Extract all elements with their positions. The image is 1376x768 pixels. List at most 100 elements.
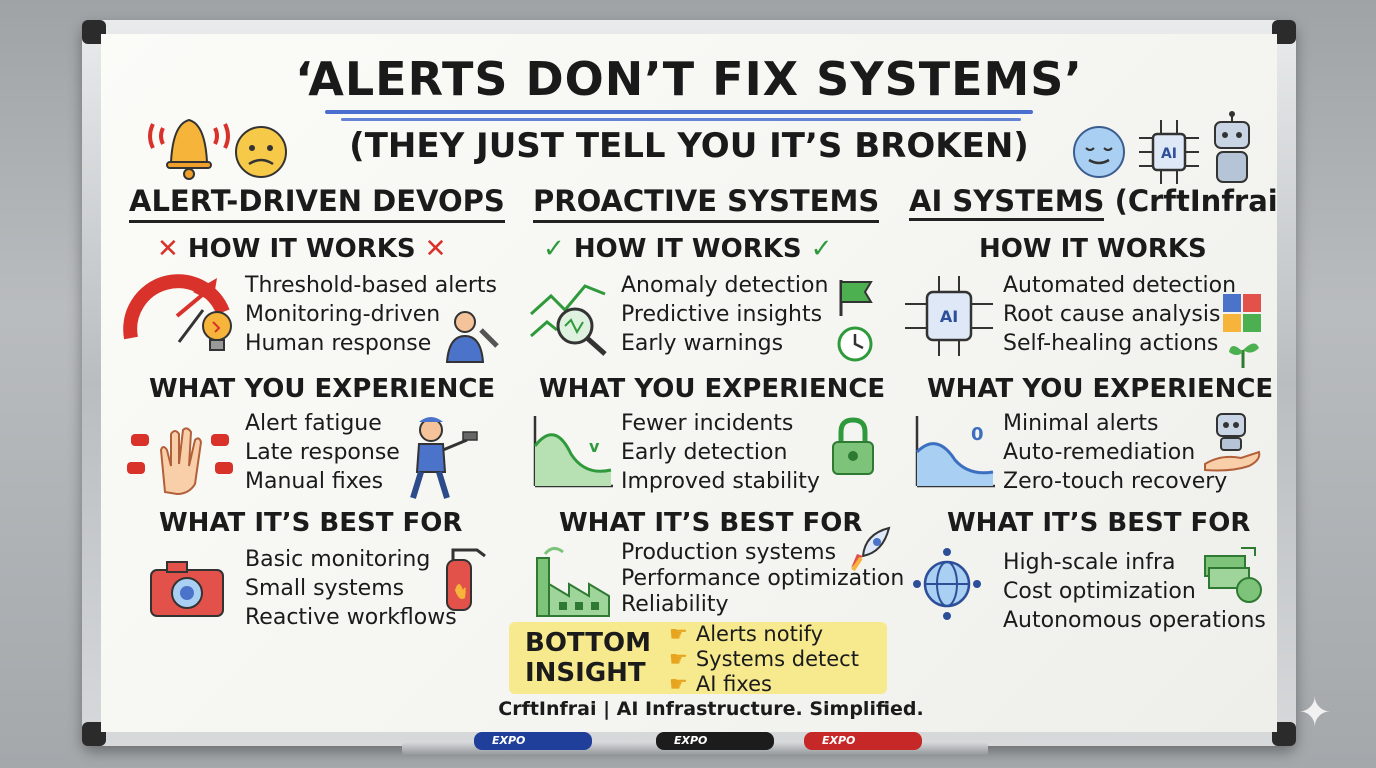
money-icon (1204, 547, 1262, 603)
list-item: Improved stability (621, 469, 820, 494)
how-list: Threshold-based alerts Monitoring-driven… (245, 271, 497, 358)
list-item: ☛Systems detect (669, 647, 859, 671)
camera-icon (150, 561, 224, 617)
bottom-insight-list: ☛Alerts notify ☛Systems detect ☛AI fixes (669, 622, 859, 697)
cross-icon: ✕ (157, 234, 179, 264)
subtitle: (THEY JUST TELL YOU IT’S BROKEN) (349, 126, 1029, 166)
list-item: Minimal alerts (1003, 411, 1159, 436)
plant-icon (1229, 343, 1259, 368)
footer-tagline: CrftInfrai | AI Infrastructure. Simplifi… (498, 698, 924, 720)
pointing-hand-icon: ☛ (669, 647, 688, 671)
best-for-list: Basic monitoring Small systems Reactive … (245, 545, 457, 632)
bell-icon (148, 118, 230, 180)
calm-face-icon (1073, 126, 1125, 178)
how-list: Automated detection Root cause analysis … (1003, 271, 1236, 358)
column-heading-proactive: PROACTIVE SYSTEMS (533, 185, 880, 223)
list-item: Zero-touch recovery (1003, 469, 1228, 494)
ai-chip-icon: AI (905, 276, 993, 356)
list-item: Self-healing actions (1003, 331, 1219, 356)
list-item: Production systems (621, 540, 837, 565)
how-it-works-label: HOW IT WORKS (979, 234, 1207, 264)
experience-list: Alert fatigue Late response Manual fixes (245, 409, 400, 496)
what-you-experience-label: WHAT YOU EXPERIENCE (539, 374, 886, 404)
list-item: ☛AI fixes (669, 672, 772, 696)
alarm-hand-icon (127, 427, 233, 496)
list-item: High-scale infra (1003, 550, 1176, 575)
best-for-label: WHAT IT’S BEST FOR (947, 508, 1251, 538)
black-marker[interactable]: EXPO (656, 732, 774, 750)
column-heading-alert-driven: ALERT-DRIVEN DEVOPS (129, 185, 505, 223)
list-item: Small systems (245, 576, 405, 601)
gauge-zero-label: 0 (971, 424, 984, 445)
list-item: Alert fatigue (245, 411, 382, 436)
bottom-insight-box: BOTTOM INSIGHT ☛Alerts notify ☛Systems d… (509, 622, 887, 697)
robot-hand-icon (1204, 413, 1261, 472)
gauge-chart-icon: 0 (915, 416, 995, 488)
title-underline (341, 118, 1021, 121)
experience-list: Fewer incidents Early detection Improved… (621, 409, 820, 496)
list-item: Basic monitoring (245, 547, 431, 572)
globe-network-icon (913, 548, 981, 620)
robot-icon (1214, 111, 1250, 183)
how-list: Anomaly detection Predictive insights Ea… (621, 271, 828, 358)
list-item: Anomaly detection (621, 273, 829, 298)
list-item: Early warnings (621, 331, 784, 356)
worker-hammer-icon (410, 417, 478, 499)
list-item: Late response (245, 440, 400, 465)
list-item: Monitoring-driven (245, 302, 441, 327)
checkmark-icon: ✓ (810, 234, 833, 264)
list-item: Predictive insights (621, 302, 823, 327)
red-marker[interactable]: EXPO (804, 732, 922, 750)
ai-chip-label: AI (940, 307, 958, 326)
what-you-experience-label: WHAT YOU EXPERIENCE (149, 374, 496, 404)
best-for-list: High-scale infra Cost optimization Auton… (1003, 548, 1266, 635)
list-item: Threshold-based alerts (245, 273, 498, 298)
best-for-list: Production systems Performance optimizat… (621, 540, 904, 618)
list-item: Cost optimization (1003, 579, 1196, 604)
ai-chip-label: AI (1161, 146, 1177, 162)
puzzle-icon (1223, 294, 1261, 332)
best-for-label: WHAT IT’S BEST FOR (159, 508, 463, 538)
rocket-icon (851, 526, 891, 572)
clock-icon (837, 326, 873, 362)
list-item: Automated detection (1003, 273, 1237, 298)
check-label: v (589, 437, 600, 456)
gauge-icon (123, 274, 230, 343)
padlock-icon (832, 417, 874, 475)
factory-icon (536, 547, 610, 617)
list-item: Auto-remediation (1003, 440, 1196, 465)
list-item: ☛Alerts notify (669, 622, 824, 646)
pointing-hand-icon: ☛ (669, 622, 688, 646)
title-underline (325, 110, 1033, 114)
list-item: Performance optimization (621, 566, 905, 591)
list-item: Human response (245, 331, 432, 356)
main-title: ‘ALERTS DON’T FIX SYSTEMS’ (295, 52, 1083, 106)
column-heading-ai-systems: AI SYSTEMS (CrftInfrai) (909, 184, 1277, 221)
how-it-works-label: ✕ HOW IT WORKS ✕ (157, 234, 447, 264)
magnifier-chart-icon (529, 284, 607, 356)
how-it-works-label: ✓ HOW IT WORKS ✓ (543, 234, 833, 264)
list-item: Manual fixes (245, 469, 384, 494)
what-you-experience-label: WHAT YOU EXPERIENCE (927, 374, 1274, 404)
blue-marker[interactable]: EXPO (474, 732, 592, 750)
pointing-hand-icon: ☛ (669, 672, 688, 696)
list-item: Fewer incidents (621, 411, 794, 436)
list-item: Root cause analysis (1003, 302, 1221, 327)
list-item: Reactive workflows (245, 605, 457, 630)
sparkle-icon: ✦ (1298, 690, 1332, 736)
worried-face-icon (235, 126, 287, 178)
ai-chip-icon: AI (1139, 120, 1199, 184)
flag-icon (839, 280, 873, 316)
cross-icon: ✕ (424, 234, 447, 264)
wave-chart-icon: v (533, 416, 613, 488)
engineer-icon (445, 311, 499, 363)
bottom-insight-label: BOTTOM INSIGHT (525, 628, 651, 688)
experience-list: Minimal alerts Auto-remediation Zero-tou… (1003, 409, 1227, 496)
list-item: Autonomous operations (1003, 608, 1266, 633)
fire-extinguisher-icon (446, 548, 486, 611)
list-item: Reliability (621, 592, 729, 617)
best-for-label: WHAT IT’S BEST FOR (559, 508, 863, 538)
list-item: Early detection (621, 440, 788, 465)
checkmark-icon: ✓ (543, 234, 565, 264)
whiteboard: ‘ALERTS DON’T FIX SYSTEMS’ (THEY JUST TE… (101, 34, 1277, 732)
